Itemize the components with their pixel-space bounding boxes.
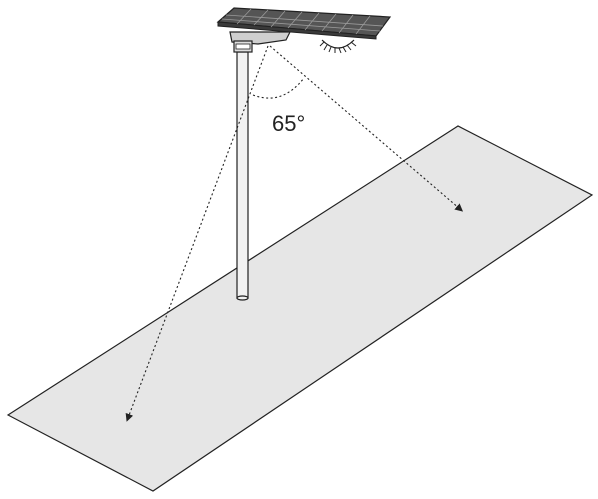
beam-angle-label: 65°	[272, 111, 305, 136]
beam-left-line	[125, 45, 269, 422]
solar-lamp-head	[216, 7, 392, 54]
angle-arc	[252, 77, 305, 99]
lamp-pole	[236, 51, 249, 301]
ground-area	[6, 125, 594, 492]
light-sensor-icon	[319, 39, 357, 54]
solar-panel	[216, 7, 392, 40]
beam-lines	[125, 45, 464, 422]
beam-right-line	[269, 45, 464, 212]
